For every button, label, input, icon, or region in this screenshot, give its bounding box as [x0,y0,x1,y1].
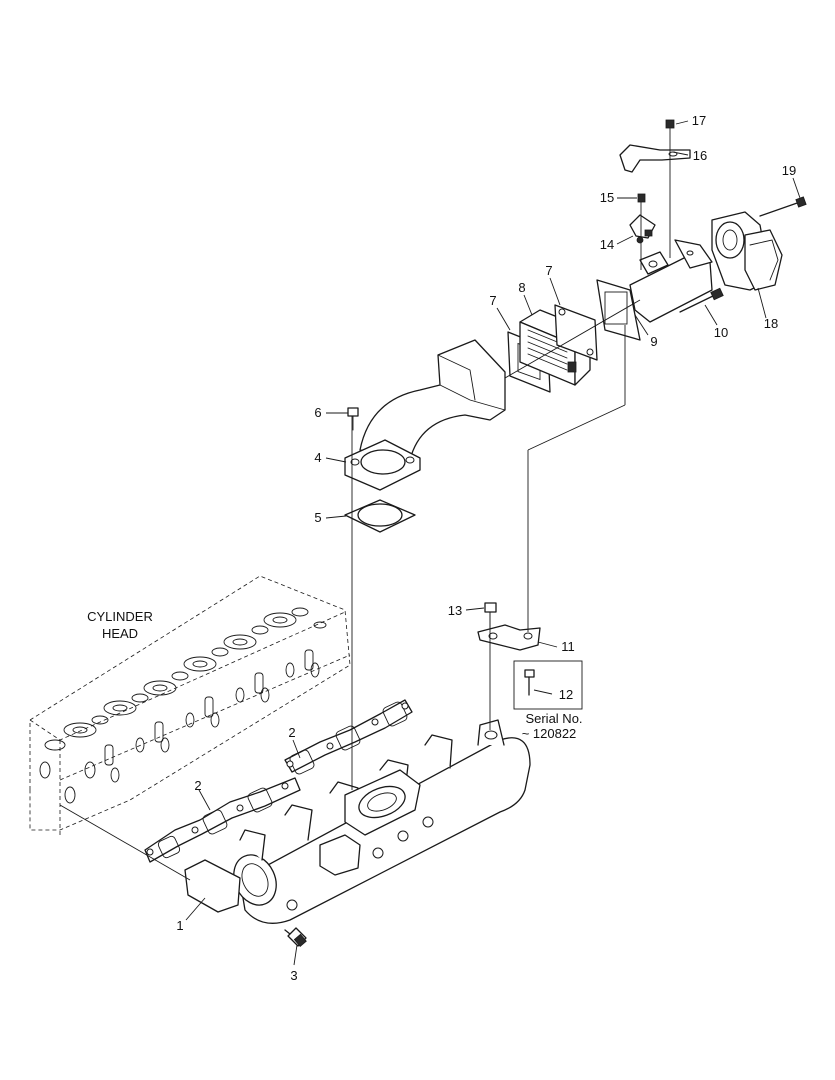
serial-box [513,660,583,710]
egr-valve-actuator [711,211,783,291]
callout-3: 3 [290,968,297,983]
serial-note-line1: Serial No. [525,711,582,726]
egr-pipe-bolt [679,287,724,313]
callout-2b: 2 [288,725,295,740]
egr-sensor [629,214,656,244]
elbow-bolt [347,407,359,431]
callout-17: 17 [692,113,706,128]
serial-note: Serial No. ~ 120822 [522,711,583,741]
exhaust-elbow-pipe [344,339,506,491]
cylinder-head-label-line1: CYLINDER [87,609,153,624]
support-bracket [477,624,541,651]
callout-7a: 7 [489,293,496,308]
elbow-gasket [344,499,416,533]
gasket-7-right [554,304,598,361]
manifold-gasket-rear [144,777,301,863]
callout-leaders [185,120,801,966]
callout-14: 14 [600,237,614,252]
callout-4: 4 [314,450,321,465]
callout-5: 5 [314,510,321,525]
egr-bracket [619,144,691,173]
callout-19: 19 [782,163,796,178]
callout-11: 11 [561,639,575,654]
alignment-lines [59,128,671,881]
cylinder-head [29,575,351,835]
callout-10: 10 [714,325,728,340]
callout-labels: 1 2 2 3 4 5 6 7 7 8 9 10 11 12 13 14 15 … [176,113,796,983]
callout-13: 13 [448,603,462,618]
sensor-bolt [637,193,646,203]
callout-2a: 2 [194,778,201,793]
callout-9: 9 [650,334,657,349]
bracket-bolt-13 [484,602,497,629]
actuator-bolt [759,196,807,217]
callout-6: 6 [314,405,321,420]
manifold-bolt [284,927,307,947]
callout-7b: 7 [545,263,552,278]
exhaust-manifold [184,719,531,924]
cylinder-head-label-line2: HEAD [102,626,138,641]
callout-15: 15 [600,190,614,205]
callout-12: 12 [559,687,573,702]
serial-note-line2: ~ 120822 [522,726,577,741]
head-label: CYLINDER HEAD [87,609,153,641]
callout-8: 8 [518,280,525,295]
callout-1: 1 [176,918,183,933]
egr-pipe [596,239,713,341]
bracket-bolt [665,119,675,129]
callout-16: 16 [693,148,707,163]
callout-18: 18 [764,316,778,331]
